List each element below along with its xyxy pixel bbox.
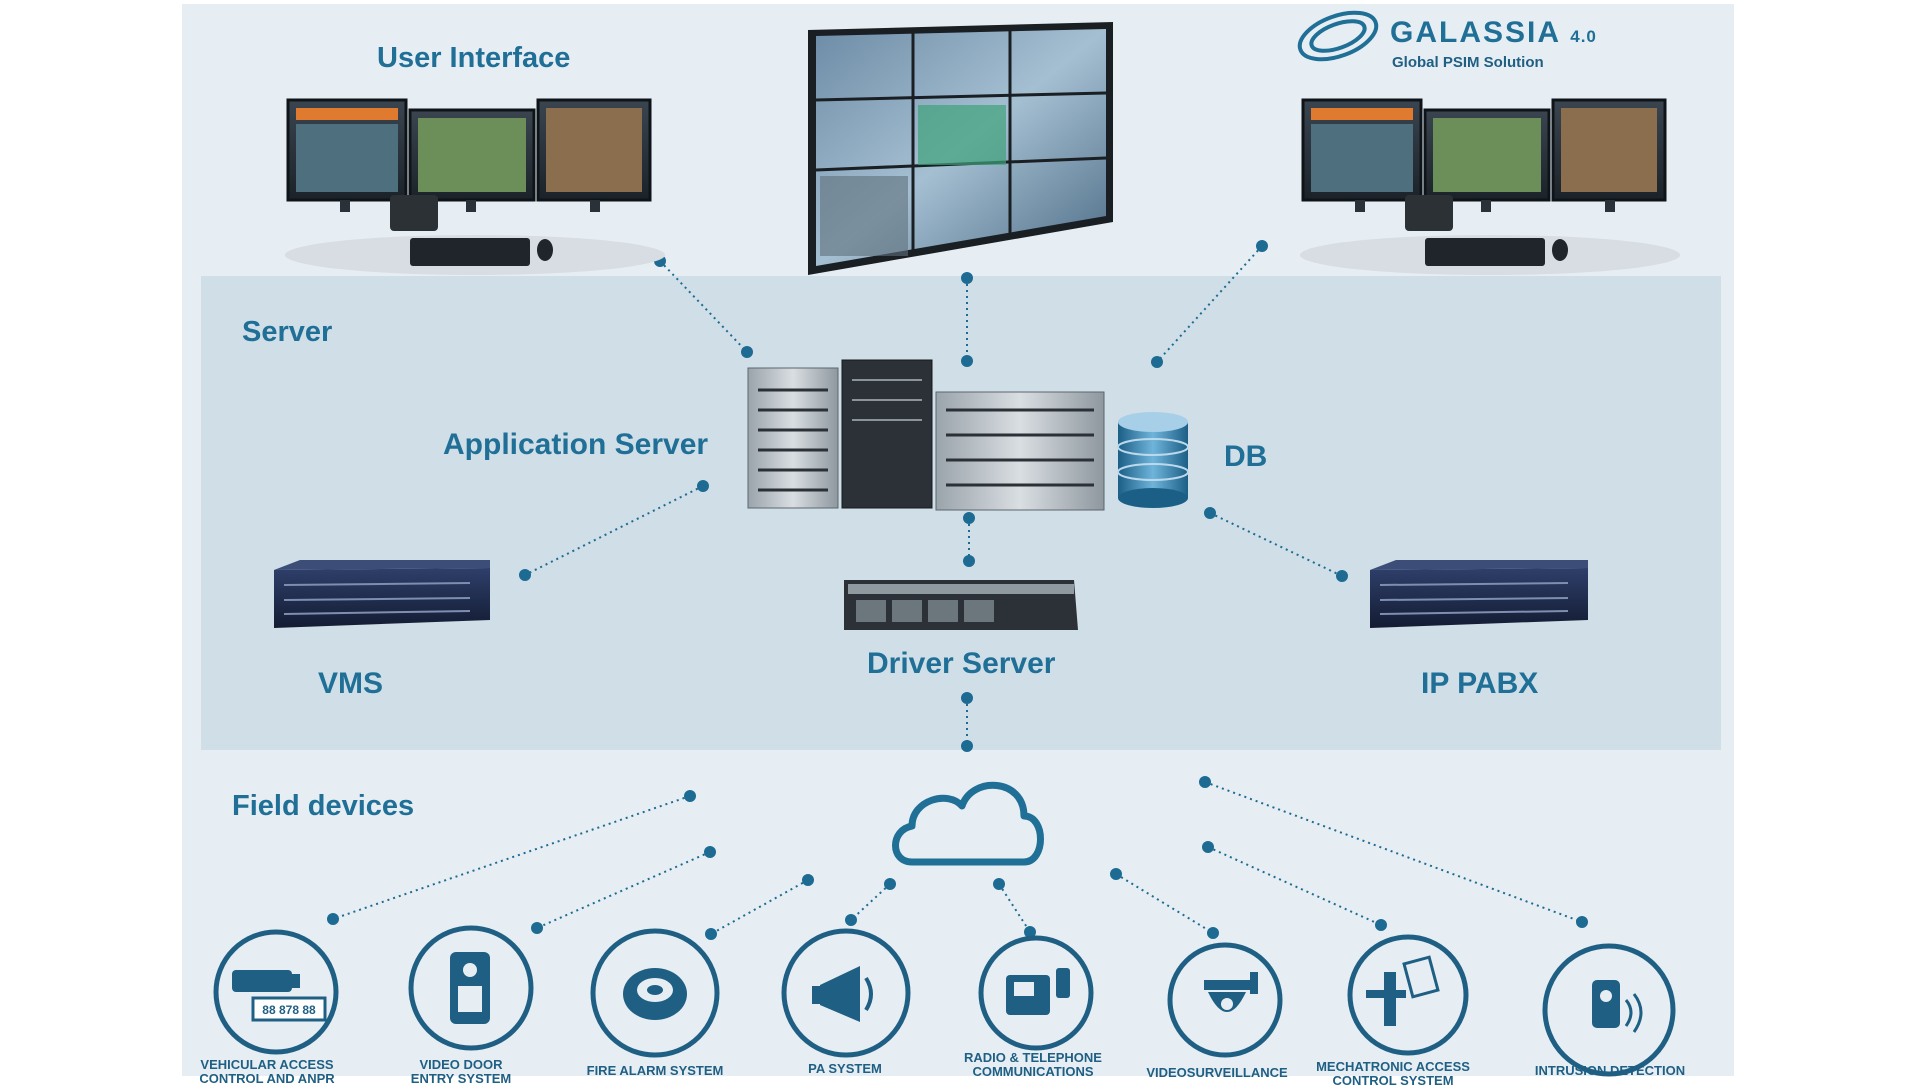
cloud-icon [892,781,1044,866]
device-label-fire-alarm: FIRE ALARM SYSTEM [586,1063,724,1078]
database-icon [1117,412,1189,508]
device-label-radio-telephone: RADIO & TELEPHONE COMMUNICATIONS [964,1050,1102,1079]
application-server-icon [747,359,1105,511]
dome-camera-icon [1204,972,1258,1012]
section-field-devices: Field devices [232,790,415,822]
section-server: Server [242,316,333,348]
section-user-interface: User Interface [377,42,571,74]
anpr-camera-icon [232,970,327,1022]
radio-phone-icon [1006,968,1070,1015]
megaphone-icon [812,966,873,1022]
label-application-server: Application Server [443,428,709,461]
smoke-detector-icon [623,968,687,1020]
video-door-icon [450,952,490,1024]
driver-server-icon [844,580,1078,630]
device-label-pa-system: PA SYSTEM [808,1061,882,1076]
label-driver-server: Driver Server [867,647,1056,680]
device-circles [213,925,1676,1077]
ip-pabx-device-icon [1370,560,1588,628]
workstation-left-icon [285,98,665,275]
device-label-video-door: VIDEO DOOR ENTRY SYSTEM [410,1057,512,1086]
brand-title: GALASSIA [1390,16,1560,49]
vms-device-icon [274,560,490,628]
video-wall-icon [808,22,1113,275]
connector-lines [332,245,1583,935]
label-vms: VMS [318,667,384,700]
brand-version: 4.0 [1570,27,1597,46]
anpr-plate-text: 88 878 88 [262,1003,316,1017]
workstation-right-icon [1300,98,1680,275]
label-db: DB [1224,440,1268,473]
label-ip-pabx: IP PABX [1421,667,1539,700]
device-label-videosurveillance: VIDEOSURVEILLANCE [1146,1065,1288,1080]
motion-sensor-icon [1592,980,1643,1033]
device-label-mechatronic-access: MECHATRONIC ACCESS CONTROL SYSTEM [1316,1059,1470,1088]
device-label-vehicular-access: VEHICULAR ACCESS CONTROL AND ANPR [199,1057,335,1086]
brand-name: GALASSIA 4.0 [1390,16,1597,50]
brand-tagline: Global PSIM Solution [1392,54,1544,71]
device-label-intrusion-detection: INTRUSION DETECTION [1534,1063,1686,1078]
galassia-logo-icon [1297,10,1379,62]
door-handle-card-icon [1366,955,1440,1026]
connector-dots [327,240,1588,940]
server-zone-panel [201,276,1721,750]
